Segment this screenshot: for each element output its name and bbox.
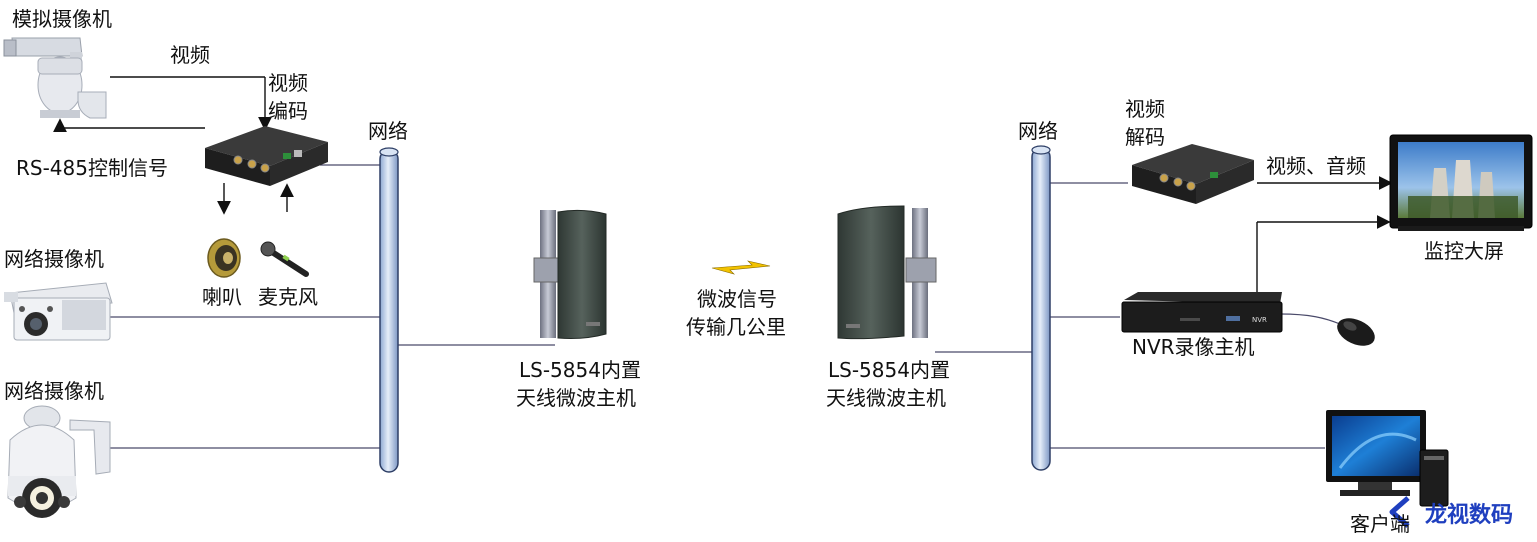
microwave-label-line2: 传输几公里: [686, 315, 786, 339]
mouse-cable: [1279, 313, 1341, 325]
encoder-label-line2: 编码: [268, 99, 308, 123]
nvr-recorder-icon: NVR: [1121, 292, 1283, 333]
watermark-text: 龙视数码: [1425, 502, 1513, 528]
av-output-label: 视频、音频: [1266, 154, 1366, 178]
connection-lines: [110, 164, 1341, 449]
ap-left-label-line1: LS-5854内置: [519, 358, 641, 382]
network-left-label: 网络: [368, 119, 408, 143]
big-screen-label: 监控大屏: [1424, 239, 1504, 263]
signal-arrows: [53, 76, 1393, 303]
network-pipe-right: [1031, 145, 1051, 471]
ap-left-label-line2: 天线微波主机: [516, 386, 636, 410]
decoder-label-line2: 解码: [1125, 125, 1165, 149]
speaker-label: 喇叭: [202, 285, 242, 309]
analog-camera-icon: [3, 37, 107, 119]
video-signal-label: 视频: [170, 43, 210, 67]
client-pc-icon: [1326, 410, 1449, 507]
microwave-signal-icon: [711, 260, 771, 275]
microwave-ap-left-icon: [533, 209, 607, 339]
microwave-label-line1: 微波信号: [697, 287, 777, 311]
client-label: 客户端: [1350, 512, 1410, 536]
ip-bullet-camera-icon: [4, 282, 113, 341]
ip-ptz-camera-icon: [7, 405, 111, 518]
mouse-icon: [1337, 318, 1375, 346]
network-right-label: 网络: [1018, 119, 1058, 143]
microphone-icon: [260, 241, 309, 277]
encoder-label-line1: 视频: [268, 71, 308, 95]
video-decoder-icon: [1132, 144, 1254, 204]
analog-camera-label: 模拟摄像机: [12, 7, 112, 31]
ip-camera-2-label: 网络摄像机: [4, 379, 104, 403]
rs485-label: RS-485控制信号: [16, 156, 168, 180]
nvr-label: NVR录像主机: [1132, 335, 1255, 359]
network-pipe-left: [379, 147, 399, 473]
big-screen-monitor-icon: [1389, 134, 1533, 231]
microwave-ap-right-icon: [837, 205, 937, 340]
ip-camera-1-label: 网络摄像机: [4, 247, 104, 271]
decoder-label-line1: 视频: [1125, 97, 1165, 121]
ap-right-label-line1: LS-5854内置: [828, 358, 950, 382]
video-encoder-icon: [205, 126, 328, 186]
ap-right-label-line2: 天线微波主机: [826, 386, 946, 410]
microphone-label: 麦克风: [258, 285, 318, 309]
nvr-brand-text: NVR: [1252, 316, 1267, 324]
watermark-logo: 龙视数码: [1389, 496, 1513, 528]
speaker-icon: [207, 238, 241, 278]
